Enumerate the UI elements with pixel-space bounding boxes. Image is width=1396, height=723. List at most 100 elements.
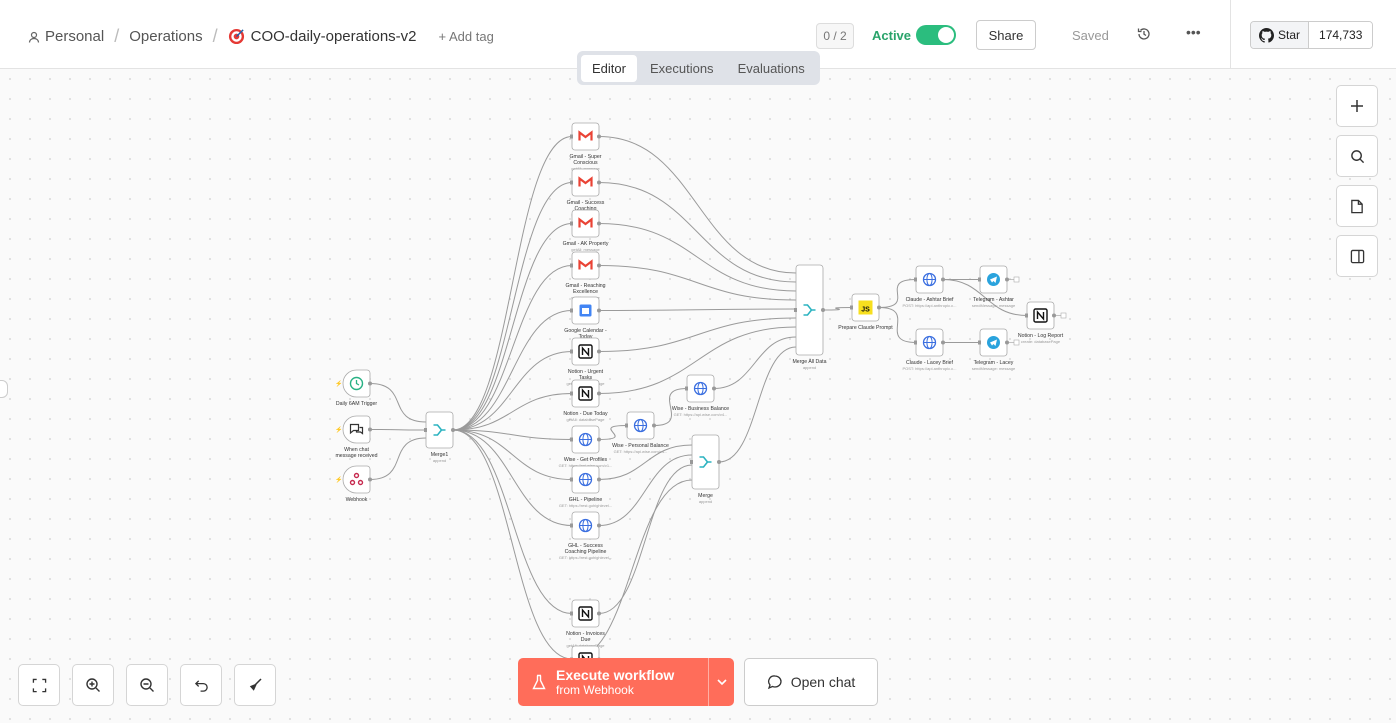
connection-line[interactable] xyxy=(452,429,573,660)
node-daily-6am-trigger[interactable]: ⚡Daily 6AM Trigger xyxy=(335,369,377,407)
input-handle[interactable] xyxy=(570,221,573,226)
connection-line[interactable] xyxy=(598,223,797,292)
add-node-plus[interactable] xyxy=(1013,276,1020,283)
input-handle[interactable] xyxy=(625,423,628,428)
execute-options-dropdown[interactable] xyxy=(709,658,734,706)
active-toggle[interactable] xyxy=(916,25,956,45)
output-handle[interactable] xyxy=(941,340,945,345)
input-handle[interactable] xyxy=(424,428,427,432)
zoom-out-button[interactable] xyxy=(126,664,168,706)
output-handle[interactable] xyxy=(597,308,601,313)
output-handle[interactable] xyxy=(712,386,716,391)
connection-line[interactable] xyxy=(822,307,853,311)
output-handle[interactable] xyxy=(451,428,455,432)
toggle-panel-button[interactable] xyxy=(1336,235,1378,277)
undo-button[interactable] xyxy=(180,664,222,706)
add-tag-button[interactable]: + Add tag xyxy=(438,29,494,44)
output-handle[interactable] xyxy=(597,221,601,226)
search-nodes-button[interactable] xyxy=(1336,135,1378,177)
connection-line[interactable] xyxy=(452,136,573,431)
tidy-up-button[interactable] xyxy=(234,664,276,706)
add-node-plus[interactable] xyxy=(1013,339,1020,346)
github-star-button[interactable]: Star xyxy=(1251,22,1310,48)
input-handle[interactable] xyxy=(570,180,573,185)
connection-line[interactable] xyxy=(598,464,693,614)
connection-line[interactable] xyxy=(718,346,797,463)
connection-line[interactable] xyxy=(598,317,797,352)
connection-line[interactable] xyxy=(598,265,797,301)
connection-line[interactable] xyxy=(452,429,573,614)
execute-workflow-button[interactable]: Execute workflow from Webhook xyxy=(518,658,734,706)
add-node-button[interactable] xyxy=(1336,85,1378,127)
output-handle[interactable] xyxy=(597,263,601,268)
output-handle[interactable] xyxy=(1005,277,1009,282)
output-handle[interactable] xyxy=(368,427,372,432)
input-handle[interactable] xyxy=(570,523,573,528)
output-handle[interactable] xyxy=(368,477,372,482)
connection-line[interactable] xyxy=(452,223,573,431)
connection-line[interactable] xyxy=(369,437,427,480)
input-handle[interactable] xyxy=(570,134,573,139)
output-handle[interactable] xyxy=(597,523,601,528)
execute-workflow-main[interactable]: Execute workflow from Webhook xyxy=(518,658,709,706)
side-panel-handle[interactable] xyxy=(0,380,8,398)
connection-line[interactable] xyxy=(452,182,573,431)
connection-line[interactable] xyxy=(452,393,573,431)
connection-line[interactable] xyxy=(878,279,917,308)
tab-executions[interactable]: Executions xyxy=(649,60,714,76)
connection-line[interactable] xyxy=(713,336,797,389)
workflow-name[interactable]: COO-daily-operations-v2 xyxy=(250,28,417,45)
connection-line[interactable] xyxy=(598,454,693,526)
node-box[interactable] xyxy=(691,434,720,490)
output-handle[interactable] xyxy=(1005,340,1009,345)
output-handle[interactable] xyxy=(717,460,721,464)
input-handle[interactable] xyxy=(690,460,693,464)
connection-line[interactable] xyxy=(942,279,1028,316)
sticky-note-button[interactable] xyxy=(1336,185,1378,227)
connection-line[interactable] xyxy=(598,326,797,394)
output-handle[interactable] xyxy=(941,277,945,282)
connection-line[interactable] xyxy=(598,308,797,311)
output-handle[interactable] xyxy=(652,423,656,428)
input-handle[interactable] xyxy=(570,477,573,482)
node-gmail-reaching-excellence[interactable]: Gmail - ReachingExcellencegetAll: messag… xyxy=(565,251,606,300)
connection-line[interactable] xyxy=(452,429,573,526)
history-icon[interactable] xyxy=(1136,26,1152,42)
zoom-in-button[interactable] xyxy=(72,664,114,706)
open-chat-button[interactable]: Open chat xyxy=(744,658,878,706)
input-handle[interactable] xyxy=(570,349,573,354)
output-handle[interactable] xyxy=(1052,313,1056,318)
output-handle[interactable] xyxy=(597,611,601,616)
output-handle[interactable] xyxy=(597,391,601,396)
input-handle[interactable] xyxy=(685,386,688,391)
input-handle[interactable] xyxy=(570,391,573,396)
connection-line[interactable] xyxy=(452,429,573,480)
connection-line[interactable] xyxy=(598,182,797,283)
input-handle[interactable] xyxy=(914,340,917,345)
input-handle[interactable] xyxy=(570,437,573,442)
node-box[interactable] xyxy=(425,411,454,449)
node-webhook[interactable]: ⚡Webhook xyxy=(335,465,372,503)
input-handle[interactable] xyxy=(850,305,853,310)
connection-line[interactable] xyxy=(653,388,688,426)
input-handle[interactable] xyxy=(978,340,981,345)
share-button[interactable]: Share xyxy=(976,20,1036,50)
output-handle[interactable] xyxy=(597,477,601,482)
output-handle[interactable] xyxy=(597,437,601,442)
input-handle[interactable] xyxy=(1025,313,1028,318)
connection-line[interactable] xyxy=(452,351,573,431)
